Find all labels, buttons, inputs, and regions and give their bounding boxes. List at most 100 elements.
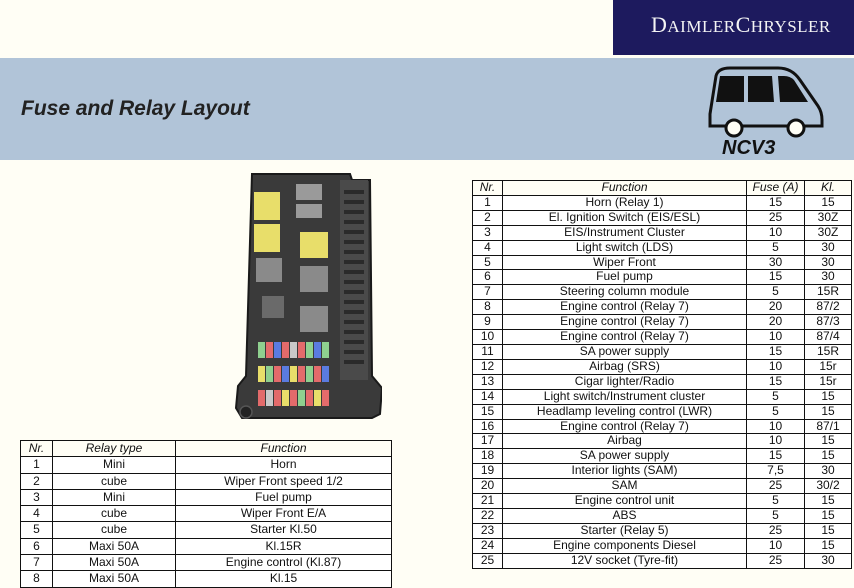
relay-type-cell: Mini <box>52 488 176 507</box>
fuse-amps-cell: 5 <box>746 388 805 405</box>
relay-nr-cell: 1 <box>20 456 53 474</box>
relay-type-cell: cube <box>52 521 176 539</box>
relay-table-header: Nr. Relay type Function <box>20 439 392 458</box>
fuse-terminal-cell: 30/2 <box>804 478 852 495</box>
fuse-col-terminal: Kl. <box>804 180 852 196</box>
page-title: Fuse and Relay Layout <box>21 97 250 120</box>
relay-nr-cell: 7 <box>20 554 53 572</box>
relay-function-cell: Engine control (Kl.87) <box>175 554 392 572</box>
fuse-amps-cell: 25 <box>746 522 805 539</box>
relay-function-cell: Wiper Front speed 1/2 <box>175 472 392 490</box>
relay-col-nr: Nr. <box>20 439 53 458</box>
fuse-nr-cell: 18 <box>472 448 503 465</box>
fuse-nr-cell: 20 <box>472 478 503 495</box>
fuse-function-cell: Engine control unit <box>502 493 747 509</box>
fuse-nr-cell: 16 <box>472 418 503 435</box>
fuse-function-cell: Light switch/Instrument cluster <box>502 388 747 405</box>
brand-logo-text: DAIMLERCHRYSLER <box>651 12 831 37</box>
fuse-amps-cell: 10 <box>746 433 805 450</box>
fuse-function-cell: Engine components Diesel <box>502 537 747 554</box>
fuse-terminal-cell: 87/3 <box>804 314 852 331</box>
fuse-function-cell: Airbag (SRS) <box>502 358 747 375</box>
fuse-nr-cell: 5 <box>472 254 503 271</box>
fuse-nr-cell: 3 <box>472 224 503 241</box>
fuse-amps-cell: 30 <box>746 254 805 271</box>
fuse-terminal-cell: 15 <box>804 522 852 539</box>
fuse-amps-cell: 5 <box>746 507 805 524</box>
fuse-col-amps: Fuse (A) <box>746 180 805 196</box>
fuse-function-cell: Airbag <box>502 433 747 450</box>
fuse-nr-cell: 10 <box>472 329 503 345</box>
fuse-col-function: Function <box>502 180 747 196</box>
relay-type-cell: Maxi 50A <box>52 570 176 588</box>
fuse-terminal-cell: 30 <box>804 239 852 256</box>
fuse-nr-cell: 23 <box>472 522 503 539</box>
fuse-function-cell: Engine control (Relay 7) <box>502 314 747 331</box>
fuse-nr-cell: 12 <box>472 358 503 375</box>
fuse-terminal-cell: 30 <box>804 552 852 569</box>
fuse-function-cell: Wiper Front <box>502 254 747 271</box>
fuse-function-cell: Engine control (Relay 7) <box>502 299 747 316</box>
fuse-terminal-cell: 30 <box>804 463 852 480</box>
fuse-function-cell: Starter (Relay 5) <box>502 522 747 539</box>
fuse-amps-cell: 25 <box>746 478 805 495</box>
fuse-terminal-cell: 30Z <box>804 224 852 241</box>
relay-type-cell: cube <box>52 472 176 490</box>
fuse-terminal-cell: 15 <box>804 537 852 554</box>
fuse-terminal-cell: 30Z <box>804 209 852 226</box>
fuse-amps-cell: 5 <box>746 284 805 301</box>
ncv3-van-logo: NCV3 <box>708 66 824 158</box>
relay-col-function: Function <box>175 439 392 458</box>
fuse-amps-cell: 20 <box>746 314 805 331</box>
fuse-terminal-cell: 15 <box>804 194 852 211</box>
relay-nr-cell: 2 <box>20 472 53 490</box>
fuse-amps-cell: 15 <box>746 373 805 390</box>
fuse-nr-cell: 7 <box>472 284 503 301</box>
fuse-amps-cell: 10 <box>746 224 805 241</box>
relay-function-cell: Kl.15 <box>175 570 392 588</box>
fuse-nr-cell: 6 <box>472 269 503 286</box>
fuse-amps-cell: 5 <box>746 403 805 420</box>
fuse-nr-cell: 21 <box>472 493 503 509</box>
fuse-function-cell: Light switch (LDS) <box>502 239 747 256</box>
relay-type-cell: Mini <box>52 456 176 474</box>
fuse-nr-cell: 8 <box>472 299 503 316</box>
fuse-box-image <box>234 173 382 419</box>
fuse-function-cell: SAM <box>502 478 747 495</box>
fuse-function-cell: Engine control (Relay 7) <box>502 329 747 345</box>
fuse-terminal-cell: 15 <box>804 388 852 405</box>
fuse-nr-cell: 14 <box>472 388 503 405</box>
fuse-nr-cell: 2 <box>472 209 503 226</box>
fuse-function-cell: Horn (Relay 1) <box>502 194 747 211</box>
relay-type-cell: cube <box>52 505 176 523</box>
fuse-function-cell: SA power supply <box>502 448 747 465</box>
fuse-nr-cell: 22 <box>472 507 503 524</box>
fuse-nr-cell: 15 <box>472 403 503 420</box>
fuse-nr-cell: 4 <box>472 239 503 256</box>
fuse-function-cell: Engine control (Relay 7) <box>502 418 747 435</box>
relay-function-cell: Fuel pump <box>175 488 392 507</box>
fuse-terminal-cell: 15 <box>804 493 852 509</box>
relay-function-cell: Starter Kl.50 <box>175 521 392 539</box>
relay-function-cell: Horn <box>175 456 392 474</box>
fuse-function-cell: Cigar lighter/Radio <box>502 373 747 390</box>
